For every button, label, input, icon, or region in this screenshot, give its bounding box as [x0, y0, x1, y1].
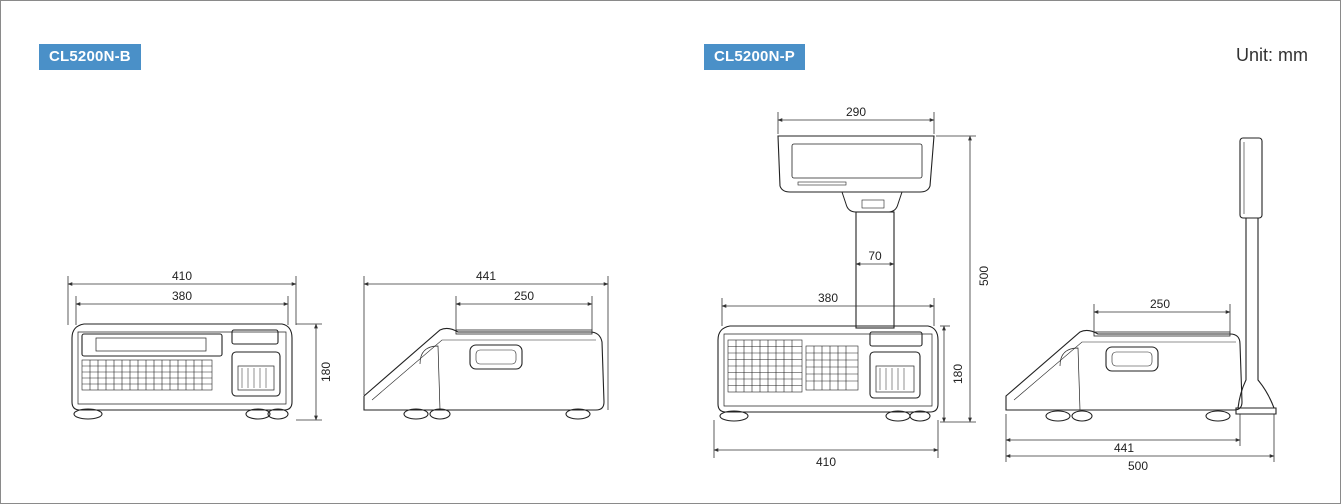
p-side-pole — [1237, 218, 1275, 409]
p-side-view — [1005, 137, 1277, 422]
dim-p-side-platter-depth: 250 — [1150, 297, 1170, 311]
b-side-view — [363, 327, 605, 420]
b-front-display — [81, 333, 223, 357]
model-tag-cl5200n-p: CL5200N-P — [704, 44, 805, 70]
p-front-pole-display — [777, 135, 935, 193]
dim-b-front-platter-width: 380 — [172, 289, 192, 303]
b-side-body — [363, 327, 605, 411]
b-side-dimensions — [363, 276, 609, 410]
b-front-view — [71, 323, 293, 420]
dim-b-side-overall-depth: 441 — [476, 269, 496, 283]
p-side-handle — [1105, 346, 1159, 372]
dim-b-front-overall-width: 410 — [172, 269, 192, 283]
b-front-foot — [73, 408, 103, 420]
b-front-keyboard — [81, 359, 213, 391]
dim-p-front-display-width: 290 — [846, 105, 866, 119]
p-side-body — [1005, 329, 1243, 411]
unit-label: Unit: mm — [1236, 45, 1308, 65]
p-side-pole-head — [1239, 137, 1263, 219]
p-front-printer — [869, 351, 921, 399]
dim-p-front-platter-width: 380 — [818, 291, 838, 305]
model-tag-cl5200n-b: CL5200N-B — [39, 44, 141, 70]
b-front-body — [71, 323, 293, 411]
p-front-body — [717, 325, 939, 413]
p-front-view — [717, 135, 939, 422]
p-side-dimensions — [1005, 304, 1275, 462]
dim-p-side-overall-depth: 500 — [1128, 459, 1148, 473]
p-front-keyboard — [727, 339, 859, 393]
dim-b-front-height: 180 — [319, 362, 333, 382]
b-side-platter — [455, 329, 593, 335]
b-front-printer — [231, 351, 281, 397]
dim-p-side-body-depth: 441 — [1114, 441, 1134, 455]
p-front-pole — [855, 211, 895, 329]
dim-p-front-total-height: 500 — [977, 266, 991, 286]
p-side-platter — [1093, 331, 1231, 337]
dim-p-front-overall-width: 410 — [816, 455, 836, 469]
dim-p-front-body-height: 180 — [951, 364, 965, 384]
b-side-handle — [469, 344, 523, 370]
dim-b-side-platter-depth: 250 — [514, 289, 534, 303]
b-front-dimensions — [67, 276, 322, 421]
p-front-dimensions — [713, 112, 976, 458]
dim-p-front-pole-width: 70 — [868, 249, 882, 263]
